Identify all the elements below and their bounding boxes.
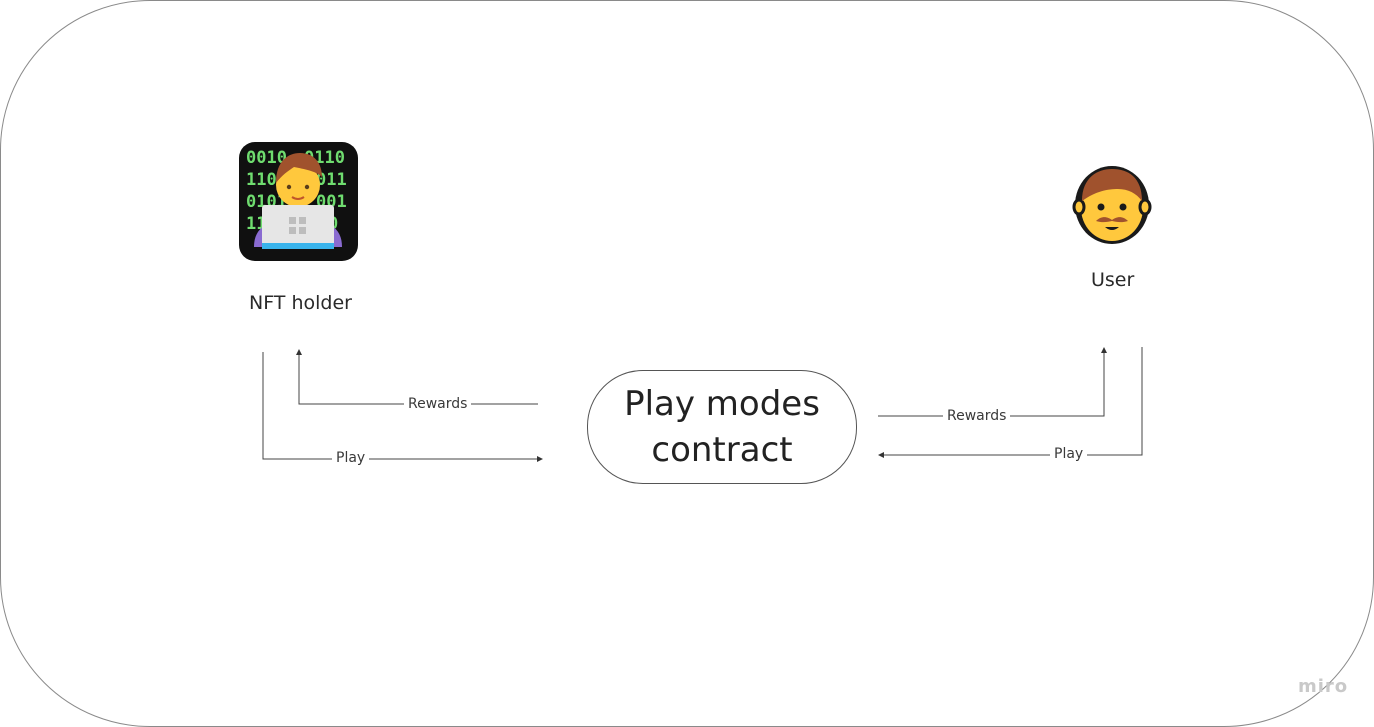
user-play-label: Play — [1050, 446, 1088, 462]
user-rewards-connector — [878, 347, 1107, 417]
nft-holder-label: NFT holder — [249, 292, 352, 314]
technologist-icon: 0010 0110 1101 011 0101 001 1101 0 — [239, 142, 358, 261]
nft-rewards-label: Rewards — [404, 396, 472, 412]
user-label: User — [1091, 269, 1135, 291]
svg-text:011: 011 — [316, 170, 347, 190]
nft-play-connector — [262, 352, 543, 462]
user-play-connector — [878, 347, 1143, 458]
contract-label: Play modes contract — [624, 384, 820, 470]
user-rewards-label: Rewards — [943, 408, 1011, 424]
svg-text:0010: 0010 — [246, 148, 287, 168]
contract-node: Play modes contract — [587, 370, 857, 484]
man-face-icon — [1072, 166, 1152, 244]
nft-play-label: Play — [332, 450, 370, 466]
miro-watermark: miro — [1298, 676, 1349, 697]
